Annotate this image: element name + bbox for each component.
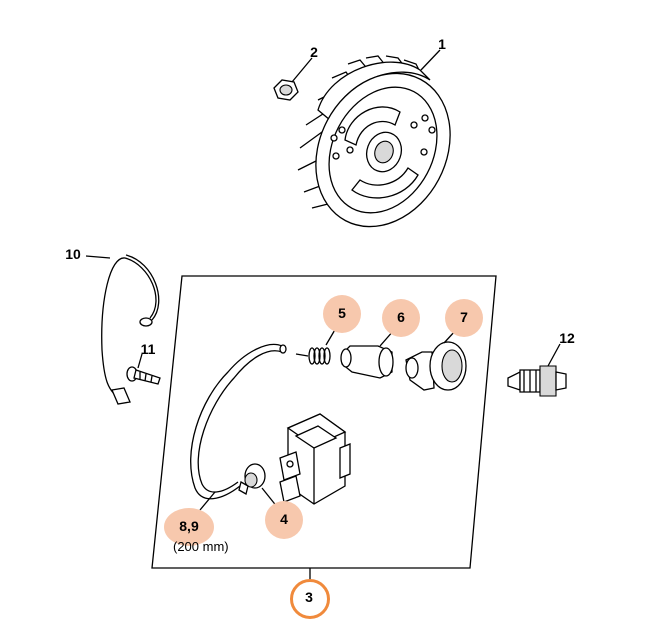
part-label-8-9[interactable]: 8,9	[179, 518, 199, 534]
short-circuit-wire-drawing	[85, 254, 160, 405]
ignition-module-frame	[151, 275, 497, 569]
ignition-boot-drawing	[340, 329, 395, 379]
callout-circle-4	[265, 501, 303, 539]
ignition-lead-drawing	[190, 343, 287, 511]
part-label-11[interactable]: 11	[140, 341, 156, 357]
callout-circle-5	[323, 295, 361, 333]
part-label-7[interactable]: 7	[460, 309, 468, 325]
part-label-1[interactable]: 1	[438, 36, 446, 52]
part-label-10[interactable]: 10	[65, 246, 81, 262]
part-label-2[interactable]: 2	[310, 44, 318, 60]
ignition-coil-drawing	[279, 413, 351, 505]
part-label-5[interactable]: 5	[338, 305, 346, 321]
spark-plug-drawing	[507, 343, 567, 397]
part-8-9-length-note: (200 mm)	[173, 539, 229, 554]
spark-plug-cap-drawing	[405, 329, 467, 391]
callout-circle-6	[382, 299, 420, 337]
callout-circle-89	[164, 508, 214, 546]
part-label-12[interactable]: 12	[559, 330, 575, 346]
part-label-4[interactable]: 4	[280, 511, 288, 527]
nut-drawing	[273, 57, 313, 101]
callout-circle-7	[445, 299, 483, 337]
screw-drawing	[126, 353, 161, 385]
spring-drawing	[295, 327, 337, 365]
callout-ring-3[interactable]	[290, 579, 330, 619]
flywheel-drawing	[297, 49, 451, 228]
part-label-3[interactable]: 3	[305, 589, 313, 605]
grommet-drawing	[238, 463, 279, 509]
part-label-6[interactable]: 6	[397, 309, 405, 325]
